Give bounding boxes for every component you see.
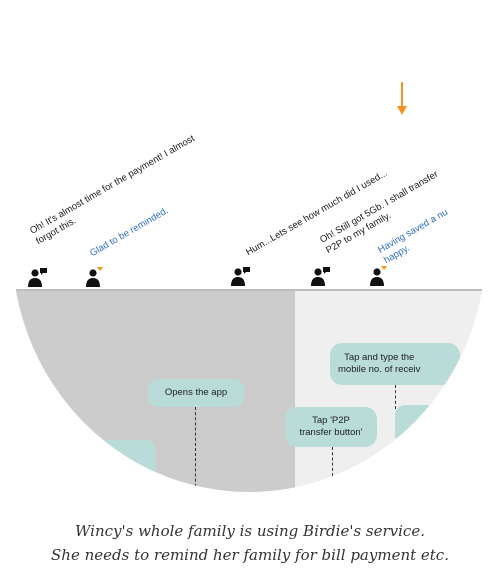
journey-map-circle: Oh! It's almost time for the payment! I …: [12, 0, 486, 492]
caption-line-1: Wincy's whole family is using Birdie's s…: [75, 522, 425, 540]
step-connector: [332, 447, 333, 492]
timeline-baseline: [12, 289, 486, 291]
step-connector: [395, 385, 396, 409]
person-positive-icon: [86, 267, 103, 287]
step-partial-left: [92, 440, 156, 480]
step-connector: [195, 407, 196, 492]
comment-payment-reminder: Oh! It's almost time for the payment! I …: [28, 133, 197, 247]
step-type-mobile-number: Tap and type the mobile no. of receiv: [330, 343, 460, 385]
person-speech-icon: [28, 268, 47, 287]
step-p2p-transfer-button: Tap 'P2P transfer button': [285, 407, 377, 447]
comment-glad-reminded: Glad to be reminded.: [88, 205, 171, 260]
step-partial-right: [395, 405, 455, 445]
orange-arrow-icon: [397, 82, 407, 115]
person-positive-icon: [370, 266, 387, 286]
caption-line-2: She needs to remind her family for bill …: [51, 546, 449, 564]
person-speech-icon: [231, 267, 250, 286]
step-opens-app: Opens the app: [148, 379, 244, 407]
person-speech-icon: [311, 267, 330, 286]
stage-area-right: [295, 291, 486, 492]
